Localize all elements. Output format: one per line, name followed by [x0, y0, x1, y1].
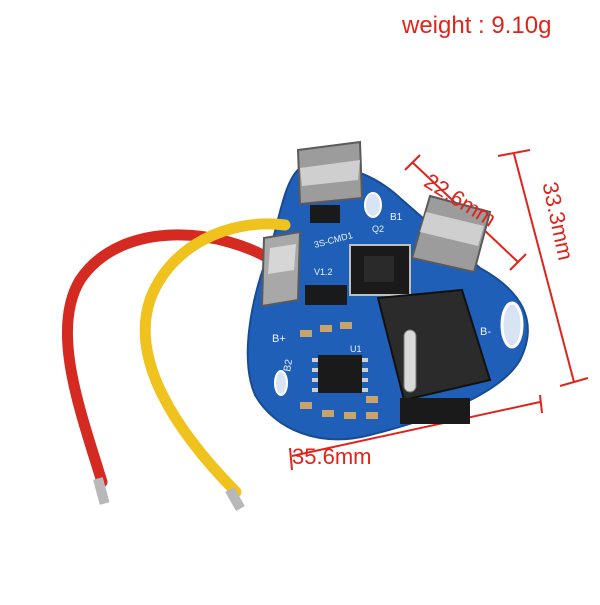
chip-label: U1: [350, 344, 362, 354]
terminal-b2-label: B2: [282, 358, 295, 372]
dimension-lines: [289, 149, 589, 471]
weight-caption: weight : 9.10g: [402, 12, 552, 39]
mount-hole: [500, 301, 524, 349]
mount-hole: [364, 192, 382, 218]
terminal-plus-label: B+: [272, 333, 286, 345]
chip2-label: Q2: [372, 224, 384, 234]
yellow-wire-tip: [225, 486, 245, 512]
board-version-label: V1.2: [314, 267, 333, 277]
terminal-b1-label: B1: [390, 212, 403, 223]
width-dimension-label: 35.6mm: [292, 444, 372, 469]
components: [300, 205, 492, 424]
red-wire: [61, 229, 286, 488]
red-wire-tip: [93, 477, 110, 505]
mount-hole: [274, 370, 288, 396]
terminal-minus-label: B-: [480, 326, 491, 338]
metal-tabs: [260, 140, 492, 308]
yellow-wire: [139, 218, 291, 498]
